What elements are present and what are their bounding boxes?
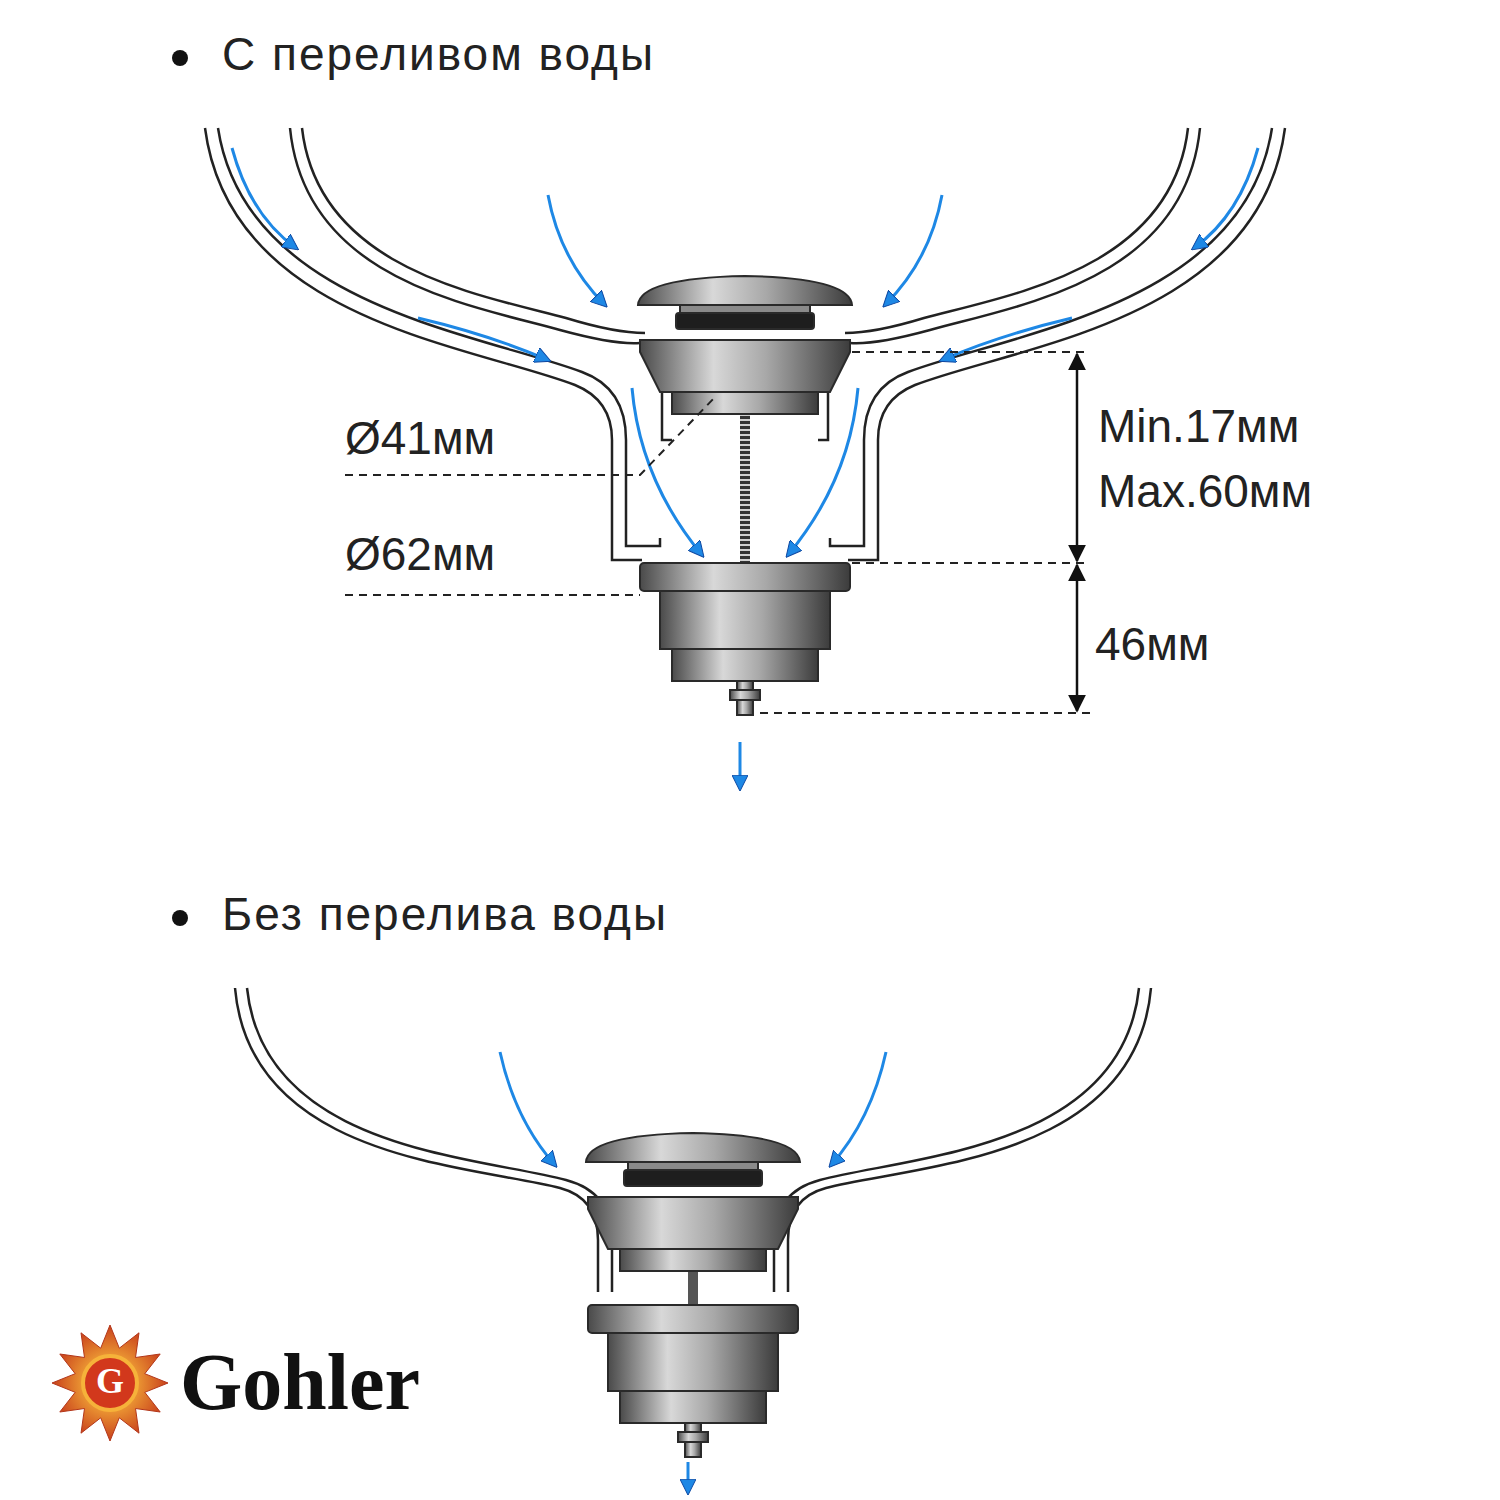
threaded-rod: [740, 414, 750, 563]
drain-head: [586, 1133, 800, 1271]
drain-stem: [688, 1270, 698, 1306]
logo-letter: G: [80, 1361, 140, 1402]
dimension-line: [345, 352, 1090, 713]
basin-wall: [235, 988, 612, 1292]
dimension-label: Ø41мм: [345, 412, 495, 465]
dimension-arrow: [1076, 354, 1079, 711]
threaded-rod: [740, 414, 750, 563]
bullet: [172, 910, 188, 926]
section-heading: С переливом воды: [222, 28, 655, 81]
logo-sun: [52, 1325, 168, 1441]
dimension-label: Min.17мм: [1098, 400, 1299, 453]
basin-wall: [774, 988, 1151, 1292]
drain-body: [588, 1305, 798, 1457]
dimension-label: Ø62мм: [345, 528, 495, 581]
basin-wall: [205, 128, 672, 560]
drain-head: [638, 276, 852, 414]
bullet: [172, 50, 188, 66]
flow-arrows: [232, 148, 1258, 1492]
brand-name: Gohler: [180, 1336, 420, 1428]
section-heading: Без перелива воды: [222, 888, 668, 941]
dimension-label: Max.60мм: [1098, 465, 1312, 518]
drain-body: [640, 563, 850, 715]
dimension-label: 46мм: [1095, 618, 1209, 671]
